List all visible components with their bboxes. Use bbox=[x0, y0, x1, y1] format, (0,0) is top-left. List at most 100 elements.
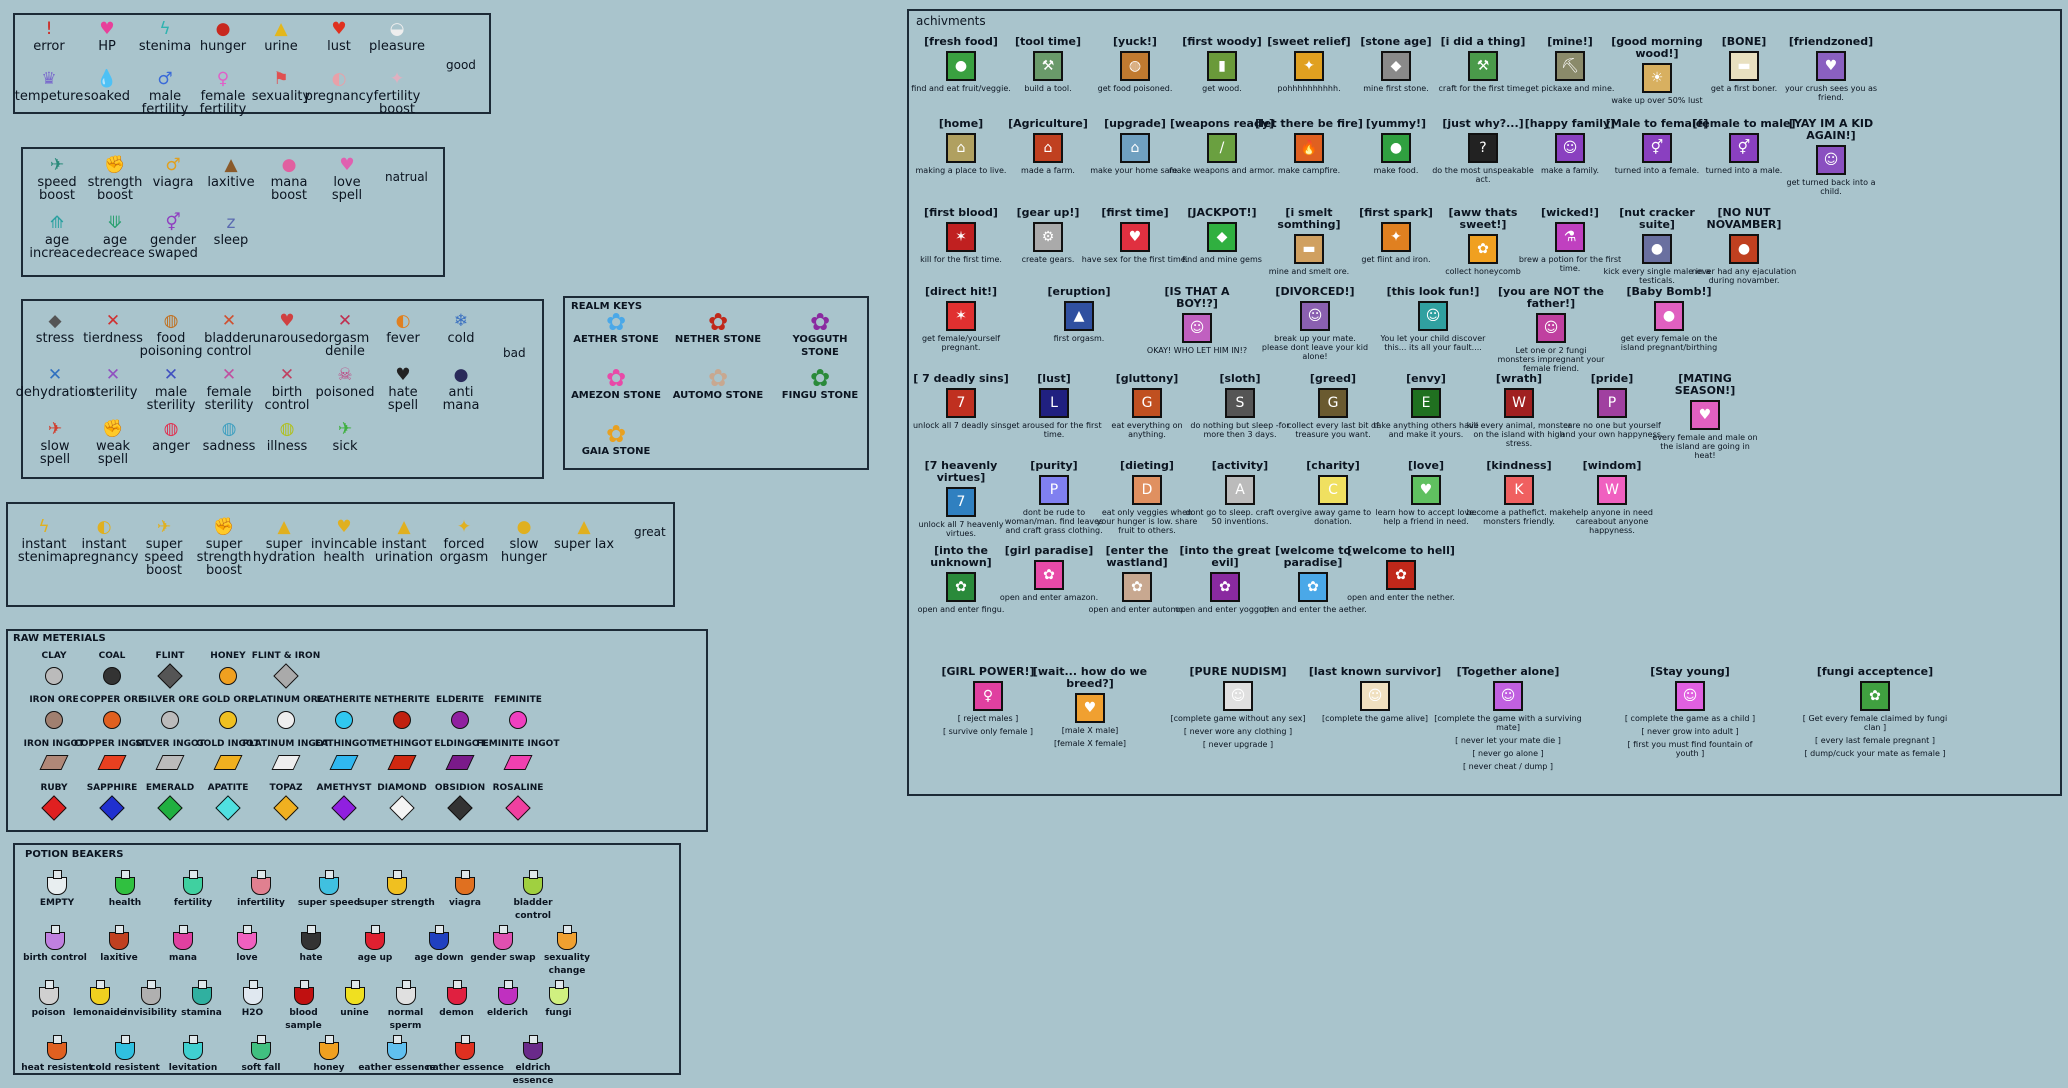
status-icon: ● bbox=[453, 365, 469, 385]
status-bad-1: ✕tierdness bbox=[83, 312, 143, 346]
material-item: GOLD ORE bbox=[184, 692, 272, 729]
material-icon bbox=[103, 711, 121, 729]
achievement: [first blood]✶kill for the first time. bbox=[906, 207, 1016, 265]
achievement: [MATING SEASON!]♥every female and male o… bbox=[1650, 373, 1760, 461]
material-icon bbox=[157, 795, 183, 821]
status-label: tierdness bbox=[83, 331, 143, 346]
raw-materials-title: RAW METERIALS bbox=[13, 633, 106, 644]
status-label: slow spell bbox=[39, 439, 71, 467]
achievement-title: [charity] bbox=[1306, 459, 1360, 472]
achievement-title: [stone age] bbox=[1360, 35, 1432, 48]
potion-item: birth control bbox=[18, 924, 92, 965]
material-icon bbox=[215, 795, 241, 821]
status-natrual-2: ♂viagra bbox=[144, 156, 202, 189]
status-label: anger bbox=[152, 439, 190, 454]
achievement-icon: E bbox=[1411, 388, 1441, 418]
achievement-title: [IS THAT A BOY!?] bbox=[1164, 285, 1230, 310]
achievement-icon: ● bbox=[946, 51, 976, 81]
panel-achievements bbox=[907, 9, 2062, 796]
achievement-condition: [ every last female pregnant ] bbox=[1815, 736, 1935, 745]
status-icon: ✈ bbox=[47, 419, 63, 439]
beaker-icon bbox=[493, 925, 513, 950]
material-icon bbox=[41, 795, 67, 821]
material-label: COAL bbox=[98, 651, 126, 661]
status-label: error bbox=[33, 39, 65, 54]
achievement-icon: ✦ bbox=[1294, 51, 1324, 81]
achievement: [girl paradise]✿open and enter amazon. bbox=[994, 545, 1104, 603]
achievement-title: [ 7 deadly sins] bbox=[913, 372, 1009, 385]
achievements-title: achivments bbox=[916, 14, 986, 28]
status-icon: ✕ bbox=[47, 365, 63, 385]
potion-item: sexuality change bbox=[530, 924, 604, 978]
potion-item: demon bbox=[426, 979, 487, 1020]
achievement-desc: pohhhhhhhhhh. bbox=[1277, 84, 1341, 93]
material-item: COPPER ORE bbox=[68, 692, 156, 729]
achievement-condition: [ dump/cuck your mate as female ] bbox=[1804, 749, 1946, 758]
material-icon bbox=[335, 711, 353, 729]
material-item: EMERALD bbox=[126, 780, 214, 821]
status-icon: ▲ bbox=[274, 19, 288, 39]
beaker-icon bbox=[523, 1035, 543, 1060]
status-icon: ✈ bbox=[49, 155, 65, 175]
beaker-icon bbox=[455, 870, 475, 895]
status-icon: ✦ bbox=[456, 517, 472, 537]
stone-icon: ✿ bbox=[605, 420, 627, 448]
panel-tag-great: great bbox=[634, 525, 666, 539]
achievement-icon: ✿ bbox=[946, 572, 976, 602]
achievement: [DIVORCED!]☺break up your mate. please d… bbox=[1260, 286, 1370, 362]
beaker-icon bbox=[557, 925, 577, 950]
achievement-title: [home] bbox=[938, 117, 984, 130]
status-label: stress bbox=[35, 331, 75, 346]
achievement-desc: collect honeycomb bbox=[1445, 267, 1521, 276]
status-bad-21: ✈sick bbox=[316, 420, 374, 453]
achievement-desc: do nothing but sleep -for more then 3 da… bbox=[1190, 421, 1290, 439]
material-icon bbox=[157, 663, 183, 689]
achievement-desc: collect every last bit of treasure you w… bbox=[1287, 421, 1379, 439]
material-label: APATITE bbox=[207, 783, 249, 793]
potion-item: age up bbox=[338, 924, 412, 965]
achievement: [aww thats sweet!]✿collect honeycomb bbox=[1428, 207, 1538, 277]
status-good-11: ⚑sexuality bbox=[252, 70, 310, 103]
status-bad-9: ✕sterility bbox=[84, 366, 142, 399]
status-icon: ⚑ bbox=[273, 69, 289, 89]
achievement: [gear up!]⚙create gears. bbox=[993, 207, 1103, 265]
achievement-desc: break up your mate. please dont leave yo… bbox=[1261, 334, 1369, 361]
material-item: AMETHYST bbox=[300, 780, 388, 821]
status-great-9: ▲super lax bbox=[554, 518, 614, 551]
material-label: FEMINITE bbox=[494, 695, 542, 705]
material-icon bbox=[273, 663, 299, 689]
status-natrual-1: ✊strength boost bbox=[86, 156, 144, 202]
status-icon: ☠ bbox=[337, 365, 353, 385]
stone-icon: ✿ bbox=[605, 308, 627, 336]
achievement-icon: ✿ bbox=[1210, 572, 1240, 602]
achievement-desc: your crush sees you as friend. bbox=[1784, 84, 1878, 102]
status-icon: ◍ bbox=[221, 419, 237, 439]
beaker-icon bbox=[387, 870, 407, 895]
stone-icon: ✿ bbox=[707, 364, 729, 392]
achievement: [friendzoned]♥your crush sees you as fri… bbox=[1776, 36, 1886, 103]
achievement-desc: open and enter amazon. bbox=[999, 593, 1099, 602]
achievement-icon: ▬ bbox=[1729, 51, 1759, 81]
material-label: FEMINITE INGOT bbox=[476, 739, 560, 749]
achievement-icon: ☺ bbox=[1360, 681, 1390, 711]
achievement-icon: ▲ bbox=[1064, 301, 1094, 331]
status-label: gender swaped bbox=[148, 233, 198, 261]
potion-label: infertility bbox=[237, 898, 285, 908]
potion-label: invisibility bbox=[124, 1008, 177, 1018]
status-label: super lax bbox=[554, 537, 615, 552]
material-icon bbox=[155, 755, 185, 770]
achievement-icon: 7 bbox=[946, 388, 976, 418]
status-label: bladder control bbox=[204, 331, 254, 359]
status-icon: ● bbox=[516, 517, 532, 537]
status-great-7: ✦forced orgasm bbox=[434, 518, 494, 564]
status-good-12: ◐pregnancy bbox=[305, 70, 374, 103]
material-item: SAPPHIRE bbox=[68, 780, 156, 821]
status-bad-7: ❄cold bbox=[432, 312, 490, 345]
status-label: age increace bbox=[29, 233, 85, 261]
status-icon: ▲ bbox=[397, 517, 411, 537]
status-label: invincable health bbox=[310, 537, 378, 565]
potion-label: unine bbox=[340, 1008, 369, 1018]
status-great-4: ▲super hydration bbox=[253, 518, 315, 564]
achievement-desc: get pickaxe and mine. bbox=[1525, 84, 1615, 93]
material-icon bbox=[503, 755, 533, 770]
